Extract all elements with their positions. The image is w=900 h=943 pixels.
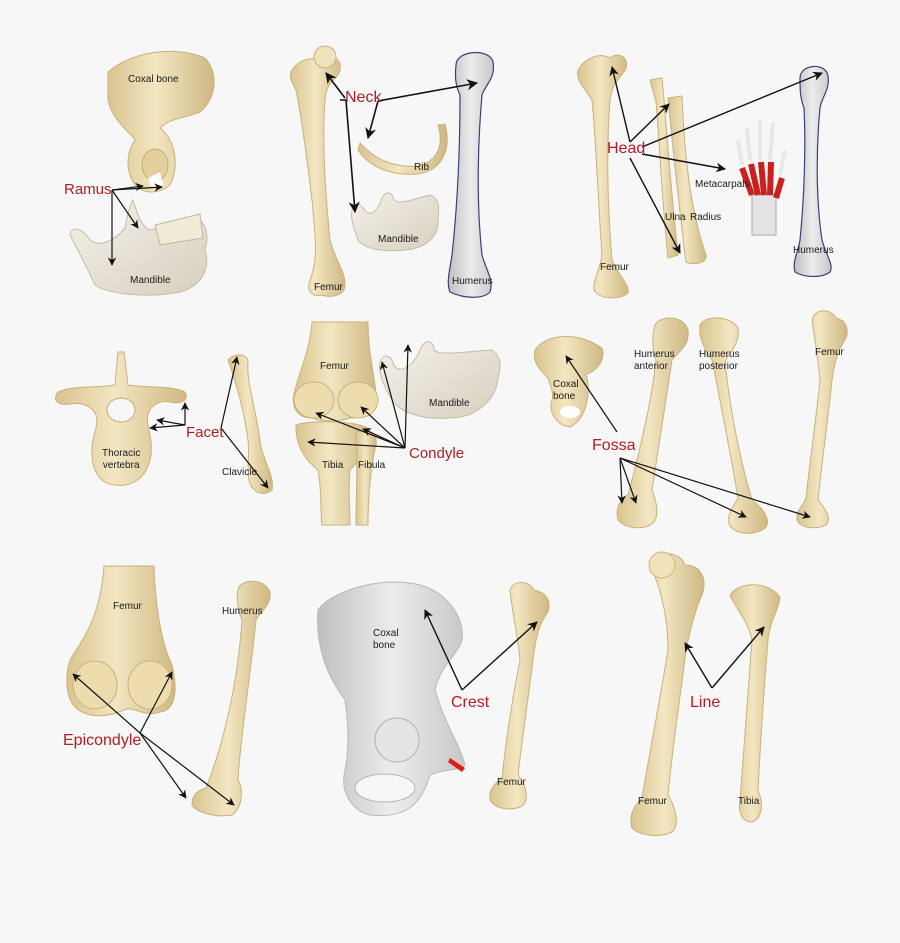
bone-label-metacarpals: Metacarpals <box>695 179 750 190</box>
bone-label-femur: Femur <box>497 777 526 788</box>
bone-label-humerus-anterior: Humerus anterior <box>634 349 675 372</box>
term-facet: Facet <box>186 424 224 441</box>
femur-illustration <box>489 582 550 810</box>
panel-fossa <box>533 310 848 534</box>
panel-epicondyle <box>66 565 271 817</box>
panel-crest <box>317 581 550 817</box>
coxal-bone-illustration <box>317 581 466 817</box>
panel-condyle <box>292 321 501 526</box>
bone-label-humerus: Humerus <box>222 606 263 617</box>
bone-label-femur: Femur <box>320 361 349 372</box>
femur-illustration <box>576 54 629 299</box>
bone-label-mandible: Mandible <box>378 234 419 245</box>
bone-label-radius: Radius <box>690 212 722 223</box>
bone-label-humerus-posterior: Humerus posterior <box>699 349 740 372</box>
bone-label-coxal-bone: Coxal bone <box>553 379 579 402</box>
bone-label-clavicle: Clavicle <box>222 467 258 478</box>
bone-label-femur: Femur <box>815 347 844 358</box>
bone-label-tibia: Tibia <box>738 796 760 807</box>
radius-illustration <box>667 95 707 265</box>
term-condyle: Condyle <box>409 445 465 462</box>
bone-label-humerus: Humerus <box>793 245 834 256</box>
panel-ramus <box>69 50 215 296</box>
term-ramus: Ramus <box>64 181 112 198</box>
femur-illustration <box>630 551 705 836</box>
humerus-illustration <box>191 580 271 817</box>
coxal-bone-illustration <box>107 50 215 193</box>
bone-label-rib: Rib <box>414 162 430 173</box>
hand-illustration <box>736 120 787 236</box>
term-line: Line <box>690 694 721 711</box>
femur-illustration <box>796 310 848 529</box>
ulna-illustration <box>649 77 679 259</box>
crest-highlight <box>448 758 465 772</box>
mandible-illustration <box>379 341 501 419</box>
clavicle-illustration <box>227 354 273 494</box>
mandible-illustration <box>351 192 440 252</box>
panel-line <box>630 551 781 836</box>
term-head: Head <box>607 140 646 157</box>
coxal-bone-illustration <box>533 335 604 428</box>
bone-label-mandible: Mandible <box>130 275 171 286</box>
humerus-illustration <box>447 52 495 298</box>
bone-label-femur: Femur <box>638 796 667 807</box>
bone-label-thoracic-vertebra: Thoracic vertebra <box>102 448 141 471</box>
panel-head <box>576 54 832 299</box>
rib-illustration <box>357 123 448 175</box>
term-crest: Crest <box>451 694 490 711</box>
humerus-illustration <box>793 65 832 278</box>
femur-illustration <box>289 45 346 297</box>
panel-neck <box>289 45 495 298</box>
femur-distal-illustration <box>66 565 176 717</box>
humerus-posterior-illustration <box>699 317 768 534</box>
bone-label-mandible: Mandible <box>429 398 470 409</box>
bone-label-humerus: Humerus <box>452 276 493 287</box>
mandible-illustration <box>69 198 208 296</box>
term-neck: Neck <box>345 89 382 106</box>
bone-label-fibula: Fibula <box>358 460 386 471</box>
panel-facet <box>55 351 273 494</box>
term-fossa: Fossa <box>592 437 636 454</box>
tibia-illustration <box>729 584 781 823</box>
bone-label-ulna: Ulna <box>665 212 686 223</box>
bone-label-coxal-bone: Coxal bone <box>373 628 399 651</box>
bone-label-femur: Femur <box>600 262 629 273</box>
term-epicondyle: Epicondyle <box>63 732 142 749</box>
tibia-illustration <box>295 421 371 526</box>
bone-label-coxal: Coxal bone <box>128 74 179 85</box>
bone-label-femur: Femur <box>314 282 343 293</box>
bone-label-tibia: Tibia <box>322 460 344 471</box>
bone-label-femur: Femur <box>113 601 142 612</box>
humerus-anterior-illustration <box>616 317 689 529</box>
metacarpal-highlight <box>739 166 755 197</box>
thoracic-vertebra-illustration <box>55 351 187 486</box>
